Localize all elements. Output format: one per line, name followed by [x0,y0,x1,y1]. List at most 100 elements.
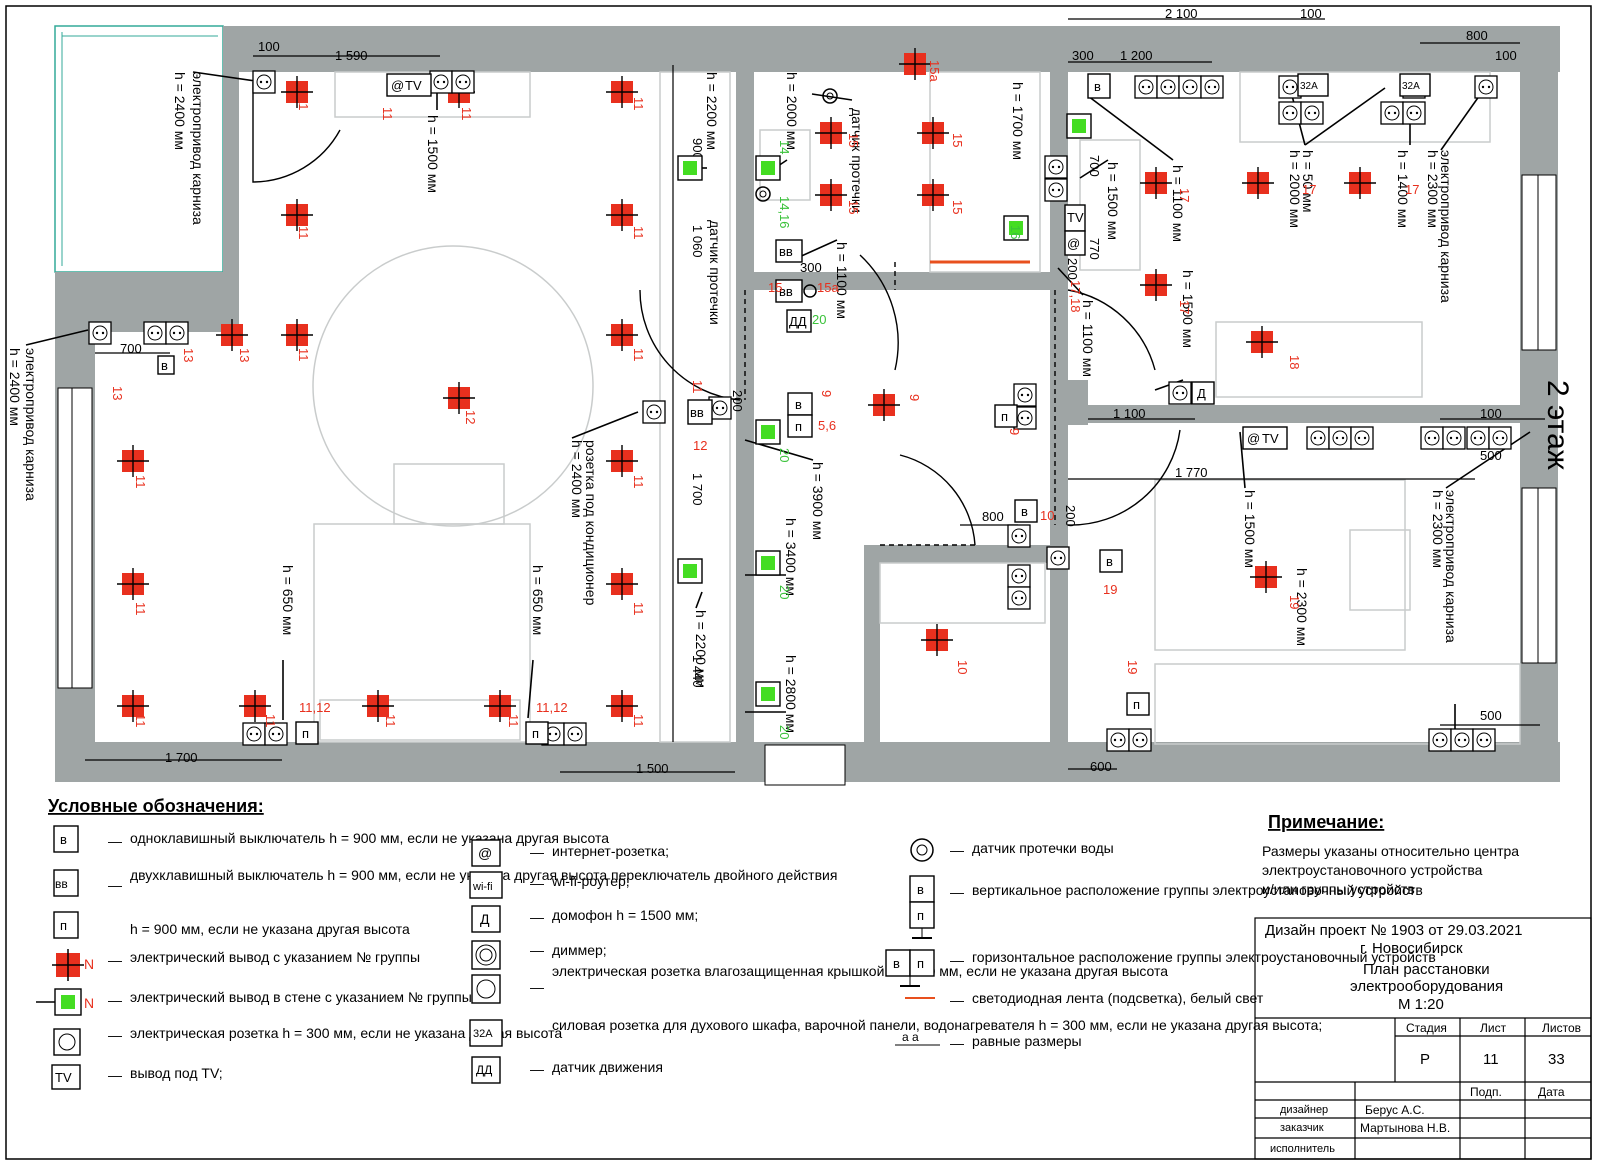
wall-outlet-icon [755,550,781,576]
svg-text:вв: вв [779,244,793,259]
svg-text:a a: a a [902,1030,919,1044]
svg-text:—: — [950,1035,964,1051]
svg-text:11: 11 [631,97,646,111]
svg-text:h = 1500 мм: h = 1500 мм [1105,162,1121,240]
svg-text:11: 11 [631,226,646,240]
svg-text:17: 17 [1302,182,1316,197]
svg-text:10: 10 [955,660,970,674]
svg-text:вв: вв [779,284,793,299]
svg-text:200: 200 [1063,505,1078,527]
svg-text:h = 2400 мм: h = 2400 мм [569,440,585,518]
socket-icon [1134,75,1158,99]
group-labels: 11 11 11 11 11 11 13 13 11 13 11 12 11 1… [110,60,1419,739]
socket-icon [1156,75,1180,99]
svg-text:датчик протечки: датчик протечки [849,108,865,213]
svg-text:11: 11 [263,714,278,728]
socket-icon [1442,426,1466,450]
socket-icon [1306,426,1330,450]
svg-text:1 200: 1 200 [1120,48,1153,63]
svg-text:5,6: 5,6 [818,418,836,433]
svg-text:h = 2400 мм: h = 2400 мм [7,348,23,426]
svg-text:п: п [60,918,67,933]
svg-text:11: 11 [133,714,148,728]
socket-icon [1200,75,1224,99]
socket-icon [88,321,112,345]
svg-text:h = 1700 мм: h = 1700 мм [1010,82,1026,160]
svg-text:—: — [950,952,964,968]
socket-icon [1178,75,1202,99]
socket-icon [1044,155,1068,179]
svg-text:11: 11 [296,348,311,362]
svg-text:h = 650 мм: h = 650 мм [280,565,296,635]
svg-text:h = 650 мм: h = 650 мм [530,565,546,635]
svg-text:13: 13 [237,348,252,362]
svg-text:770: 770 [1087,238,1102,260]
svg-text:h = 1400 мм: h = 1400 мм [1395,150,1411,228]
svg-text:п: п [1133,697,1140,712]
svg-text:—: — [530,1061,544,1077]
svg-text:—: — [950,842,964,858]
svg-text:18: 18 [1287,355,1302,369]
svg-text:20: 20 [777,585,792,599]
svg-text:электрооборудования: электрооборудования [1350,978,1503,995]
ceiling-outlets [117,48,1376,722]
svg-text:h = 3400 мм: h = 3400 мм [783,518,799,596]
svg-text:15: 15 [846,200,861,214]
svg-text:17: 17 [1405,182,1419,197]
svg-text:17: 17 [1177,188,1192,202]
ceiling-outlet-icon [815,179,847,211]
svg-text:в: в [161,358,168,373]
svg-text:—: — [108,992,122,1008]
ceiling-outlet-icon [606,76,638,108]
svg-text:h = 1100 мм: h = 1100 мм [1080,300,1096,377]
ceiling-outlet-icon [1250,561,1282,593]
socket-icon [1168,381,1192,405]
svg-text:11: 11 [631,348,646,362]
ceiling-outlet-icon [1140,269,1172,301]
ceiling-outlet-icon [606,568,638,600]
svg-text:—: — [530,979,544,995]
svg-text:п: п [1001,409,1008,424]
svg-text:19: 19 [1103,582,1117,597]
legend-motion: датчик движения [552,1059,663,1075]
socket-icon [429,70,453,94]
svg-text:—: — [108,877,122,893]
socket-icon [1044,178,1068,202]
ceiling-outlet-icon [917,179,949,211]
ceiling-outlet-icon [281,199,313,231]
svg-text:500: 500 [1480,708,1502,723]
svg-text:h = 1100 мм: h = 1100 мм [834,242,850,319]
svg-text:9: 9 [819,390,834,397]
svg-text:п: п [532,726,539,741]
socket-icon [1420,426,1444,450]
legend-vertical: вертикальное расположение группы электро… [972,882,1423,898]
svg-text:h = 3900 мм: h = 3900 мм [810,462,826,540]
svg-text:в: в [60,832,67,847]
svg-text:п: п [795,419,802,434]
svg-text:800: 800 [982,509,1004,524]
socket-icon [165,321,189,345]
svg-text:План расстановки: План расстановки [1363,961,1490,978]
legend-equal: равные размеры [972,1033,1082,1049]
wall-outlets [677,113,1092,707]
svg-text:11: 11 [1483,1051,1499,1068]
socket-icon [451,70,475,94]
svg-text:электропривод карниза: электропривод карниза [1438,150,1454,303]
svg-text:и/или группы устройств: и/или группы устройств [1262,881,1415,897]
ceiling-outlet-icon [117,568,149,600]
svg-text:розетка под кондиционер: розетка под кондиционер [583,440,599,606]
socket-icon [264,722,288,746]
svg-text:300: 300 [800,260,822,275]
svg-text:электроустановочного устройств: электроустановочного устройства [1262,862,1483,878]
socket-icon [1007,586,1031,610]
socket-icon [1472,728,1496,752]
svg-text:г. Новосибирск: г. Новосибирск [1360,940,1463,957]
svg-text:11,12: 11,12 [536,700,568,715]
svg-text:@: @ [391,78,404,93]
svg-text:@: @ [478,845,492,861]
socket-icon [1466,426,1490,450]
socket-icon [1328,426,1352,450]
svg-text:1 700: 1 700 [690,473,705,506]
svg-text:—: — [108,952,122,968]
